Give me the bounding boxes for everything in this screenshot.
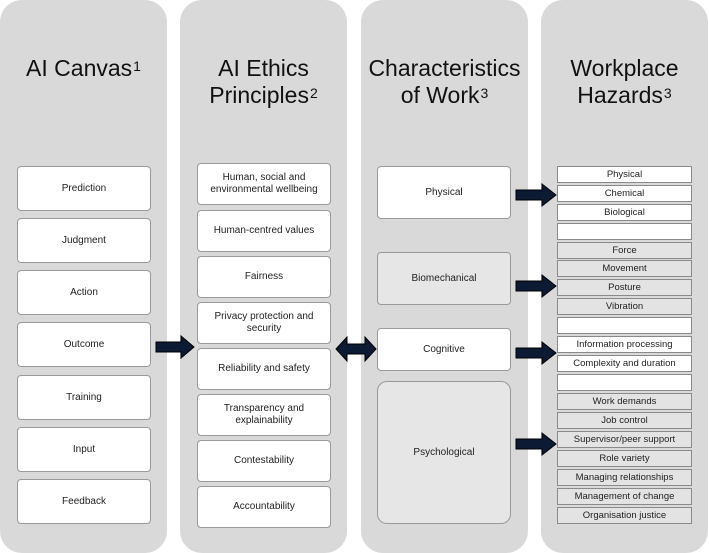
hazard-chemical: Chemical [557,185,692,202]
hazard-job-control: Job control [557,412,692,429]
ethics-item-contestability: Contestability [197,440,331,482]
hazard-role-variety: Role variety [557,450,692,467]
arrow-cognitive-to-hazards [515,340,557,366]
work-item-physical: Physical [377,166,511,219]
ai-canvas-title: AI Canvas1 [26,55,141,81]
hazard-posture: Posture [557,279,692,296]
hazard-supervisor-peer-support: Supervisor/peer support [557,431,692,448]
hazard-information-processing: Information processing [557,336,692,353]
arrow-psychological-to-hazards [515,431,557,457]
hazard-biological: Biological [557,204,692,221]
characteristics-title: Characteristics of Work3 [368,55,521,108]
arrow-biomechanical-to-hazards [515,273,557,299]
canvas-item-training: Training [17,375,151,420]
hazard-organisation-justice: Organisation justice [557,507,692,524]
work-item-biomechanical: Biomechanical [377,252,511,305]
hazard-physical: Physical [557,166,692,183]
hazard-blank-3 [557,374,692,391]
ethics-item-reliability: Reliability and safety [197,348,331,390]
arrow-physical-to-hazards [515,182,557,208]
hazards-title: Workplace Hazards3 [570,55,679,108]
ai-ethics-title: AI Ethics Principles2 [209,55,318,108]
ethics-item-transparency: Transparency and explainability [197,394,331,436]
arrow-canvas-to-ethics [155,334,195,360]
hazard-blank-1 [557,223,692,240]
ethics-item-wellbeing: Human, social and environmental wellbein… [197,163,331,205]
ethics-item-human-centred-values: Human-centred values [197,210,331,252]
hazard-managing-relationships: Managing relationships [557,469,692,486]
canvas-item-input: Input [17,427,151,472]
canvas-item-judgment: Judgment [17,218,151,263]
ethics-item-accountability: Accountability [197,486,331,528]
canvas-item-prediction: Prediction [17,166,151,211]
hazard-complexity-duration: Complexity and duration [557,355,692,372]
canvas-item-action: Action [17,270,151,315]
hazard-force: Force [557,242,692,259]
canvas-item-feedback: Feedback [17,479,151,524]
hazard-blank-2 [557,317,692,334]
canvas-item-outcome: Outcome [17,322,151,367]
hazard-movement: Movement [557,260,692,277]
ethics-item-privacy: Privacy protection and security [197,302,331,344]
arrow-ethics-work-double [335,335,377,363]
work-item-cognitive: Cognitive [377,328,511,371]
ethics-item-fairness: Fairness [197,256,331,298]
hazard-vibration: Vibration [557,298,692,315]
hazard-work-demands: Work demands [557,393,692,410]
hazard-management-of-change: Management of change [557,488,692,505]
work-item-psychological: Psychological [377,381,511,524]
